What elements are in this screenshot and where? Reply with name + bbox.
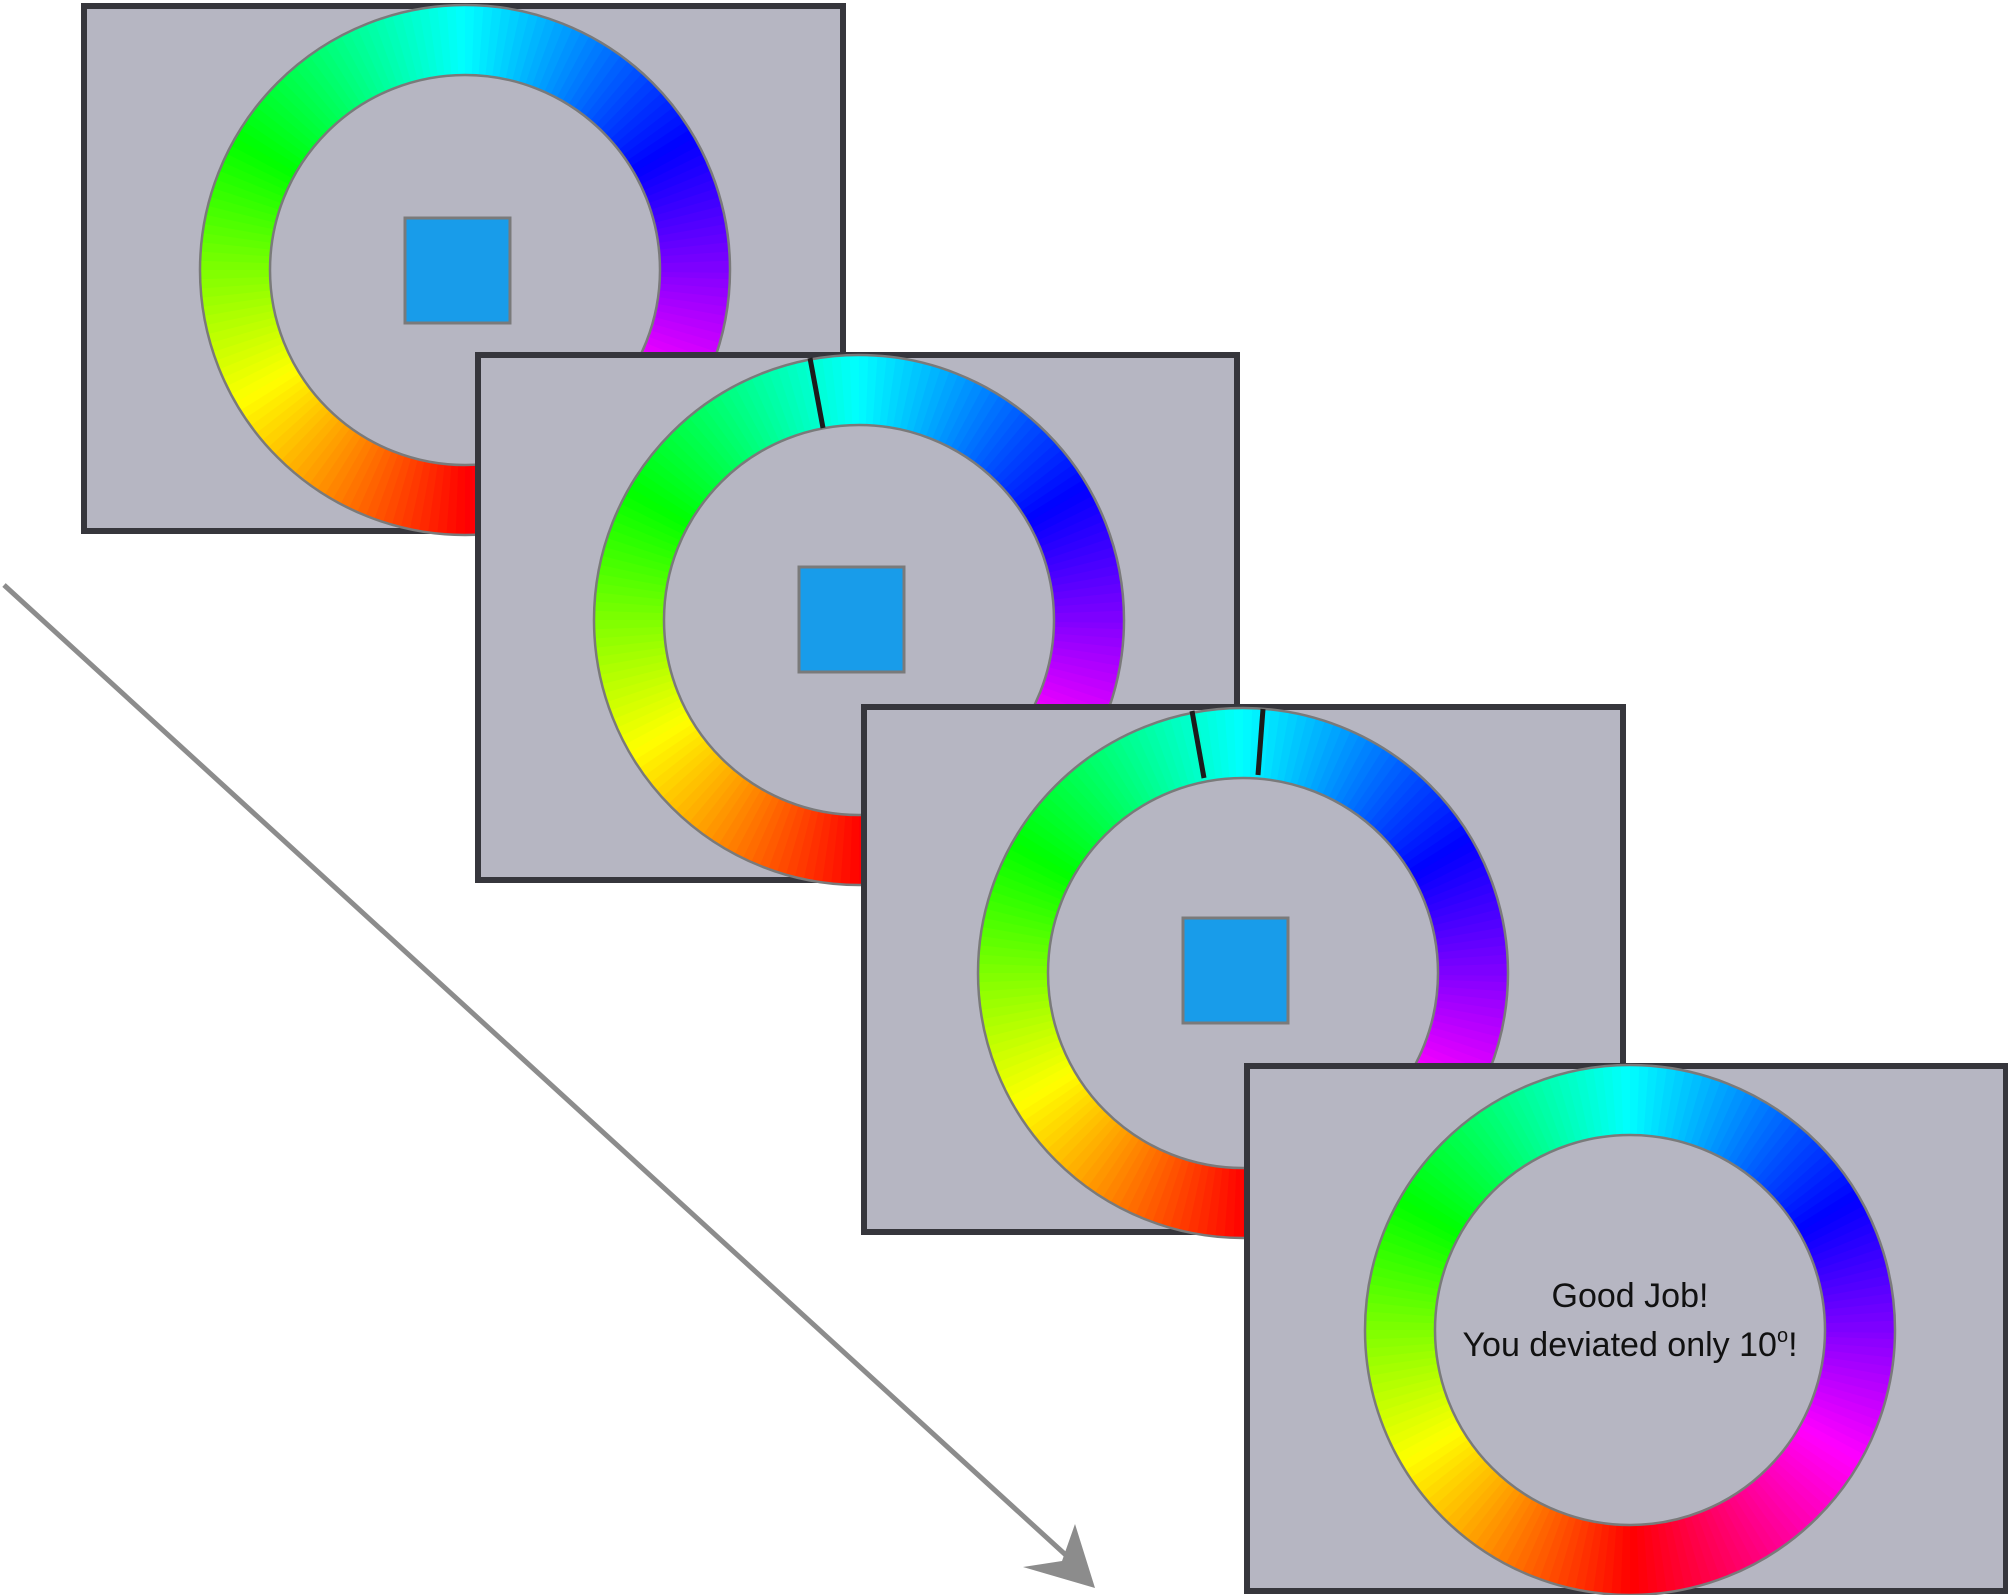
- panel-feedback: Good Job! You deviated only 10o!: [1244, 1063, 2008, 1595]
- feedback-line-2: You deviated only 10o!: [1462, 1325, 1797, 1364]
- target-color-square: [403, 216, 512, 325]
- response-marker: [807, 357, 826, 429]
- color-wheel-outer-edge: [198, 3, 732, 537]
- target-color-square: [1181, 916, 1290, 1025]
- color-wheel-outer-edge: [976, 706, 1510, 1240]
- panel-stimulus: [81, 3, 846, 537]
- response-marker: [1189, 710, 1207, 779]
- degree-symbol: o: [1777, 1325, 1788, 1347]
- arrow-down-right-icon: [1023, 1524, 1095, 1588]
- color-wheel-inner-edge: [268, 73, 662, 467]
- feedback-exclamation: !: [1788, 1326, 1797, 1364]
- time-arrow-shaft: [2, 583, 1082, 1570]
- color-wheel-outer-edge: [592, 353, 1126, 887]
- color-wheel-inner-edge: [1433, 1133, 1827, 1527]
- feedback-line-1: Good Job!: [1552, 1277, 1709, 1315]
- color-wheel-inner-edge: [1046, 776, 1440, 1170]
- color-wheel-inner-edge: [662, 423, 1056, 817]
- time-arrow: [2, 583, 1095, 1588]
- color-wheel-outer-edge: [1363, 1063, 1897, 1595]
- feedback-deviation-text: You deviated only 10: [1462, 1326, 1776, 1364]
- target-color-square: [797, 565, 906, 674]
- target-marker: [1255, 708, 1266, 776]
